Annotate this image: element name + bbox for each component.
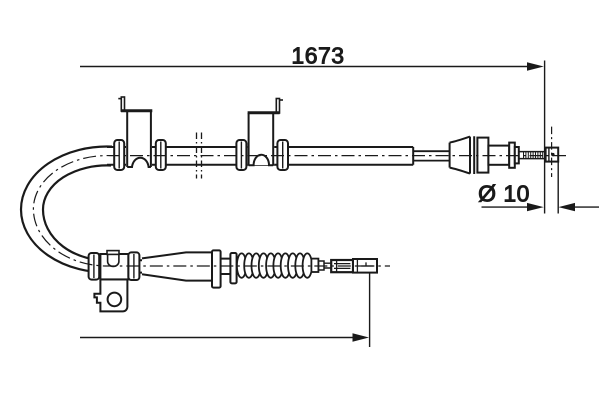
- diameter-label: Ø 10: [478, 181, 530, 207]
- abutment-bracket: [87, 249, 141, 313]
- dimension-overall-length: 1673: [80, 42, 546, 214]
- arrowhead-right: [527, 62, 544, 71]
- cable-end-connector: [310, 257, 378, 274]
- bracket-hole: [106, 291, 123, 308]
- mounting-bracket-2: [247, 97, 283, 167]
- cable-housing-u-bend: [19, 145, 113, 274]
- cable-end-clevis: [544, 126, 560, 177]
- dimension-diameter: Ø 10: [478, 149, 599, 214]
- break-mark: [195, 132, 203, 179]
- spring-boot: [211, 249, 313, 289]
- bracket-1-tab: [120, 96, 126, 112]
- dimension-lower: [80, 273, 371, 347]
- mounting-bracket-1: [118, 96, 153, 168]
- overall-length-label: 1673: [291, 43, 344, 69]
- arrowhead-left-of-pair: [527, 202, 544, 212]
- arrowhead-lower: [352, 333, 369, 342]
- centerline: [32, 154, 566, 267]
- arrowhead-right-of-pair: [558, 202, 575, 212]
- bracket-2-tab: [275, 97, 281, 114]
